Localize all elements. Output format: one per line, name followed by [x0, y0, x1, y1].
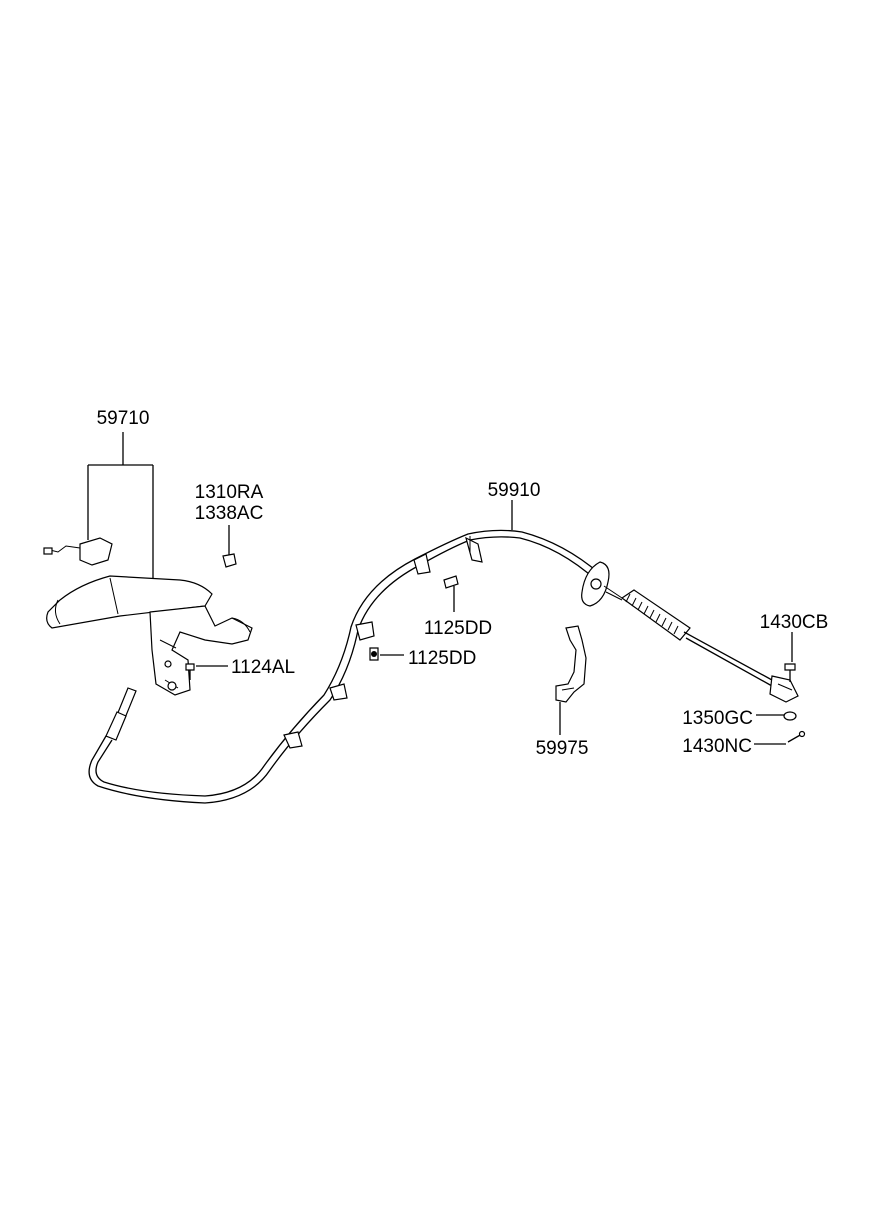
label-59975: 59975 — [536, 738, 589, 759]
cable-clip-2 — [329, 683, 348, 701]
label-1310RA: 1310RA — [195, 482, 264, 503]
label-1350GC: 1350GC — [682, 708, 753, 729]
cable-clip-4 — [413, 553, 431, 575]
bolt-1124AL — [185, 663, 195, 671]
cable-clip-5 — [465, 536, 483, 563]
bolt-1125DD-lower — [369, 647, 404, 661]
rear-clevis — [769, 675, 799, 703]
label-1430NC: 1430NC — [682, 736, 752, 757]
label-59710: 59710 — [97, 408, 150, 429]
label-1125DD-upper: 1125DD — [424, 618, 492, 639]
label-1338AC: 1338AC — [195, 503, 264, 524]
label-1125DD-lower: 1125DD — [408, 648, 476, 669]
parking-brake-lever — [43, 432, 253, 696]
label-59910: 59910 — [488, 480, 541, 501]
cable-clip-3 — [355, 621, 375, 641]
bracket-59975 — [555, 625, 587, 735]
cable-clip-1 — [283, 731, 303, 749]
lever-grip — [46, 575, 213, 629]
washer-1350GC — [756, 711, 797, 721]
lever-body — [149, 605, 253, 696]
leader-59710 — [87, 432, 154, 585]
cotter-pin-1430NC — [754, 730, 806, 745]
screw-1310RA — [222, 525, 237, 568]
bolt-1125DD-upper — [443, 575, 459, 612]
label-1430CB: 1430CB — [760, 612, 829, 633]
clevis-pin-1430CB — [784, 632, 796, 682]
cable-boot — [620, 589, 691, 641]
label-1124AL: 1124AL — [231, 657, 295, 678]
brake-cable — [88, 500, 799, 804]
brake-switch — [79, 537, 113, 566]
